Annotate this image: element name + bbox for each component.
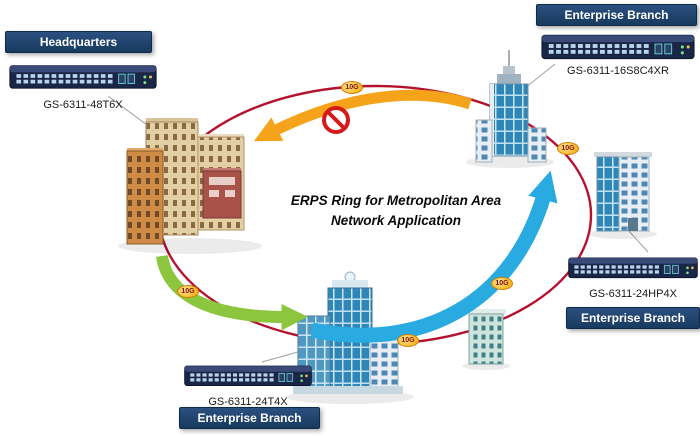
reroute-arrow-blue: [310, 170, 558, 343]
reroute-arrow-green: [156, 254, 308, 331]
link-speed-badge-left: 10G: [177, 285, 199, 298]
model-label-branch-bottom: GS-6311-24T4X: [208, 396, 288, 408]
link-speed-badge-top: 10G: [341, 81, 363, 94]
diagram-title-line1: ERPS Ring for Metropolitan Area: [290, 193, 502, 208]
building-branch-right: [589, 152, 657, 239]
building-branch-top: [466, 50, 554, 168]
link-speed-badge-bottom-right: 10G: [491, 277, 513, 290]
diagram-title: ERPS Ring for Metropolitan Area Network …: [250, 191, 542, 232]
blocked-path-arrow: [253, 89, 472, 142]
diagram-title-line2: Network Application: [330, 213, 461, 229]
link-speed-badge-right: 10G: [557, 142, 579, 155]
link-speed-badge-bottom: 10G: [397, 334, 419, 347]
model-label-headquarters: GS-6311-48T6X: [43, 99, 123, 111]
switch-branch-top: [541, 34, 695, 60]
banner-branch-right: Enterprise Branch: [566, 307, 700, 329]
switch-headquarters: [9, 65, 157, 89]
building-headquarters: [118, 118, 262, 254]
blocked-sign-icon: [322, 106, 350, 134]
switch-branch-right: [568, 257, 698, 279]
banner-branch-top: Enterprise Branch: [536, 4, 697, 26]
switch-branch-bottom: [184, 365, 312, 387]
model-label-branch-top: GS-6311-16S8C4XR: [567, 65, 669, 77]
leader-line-branch-right: [627, 229, 649, 253]
model-label-branch-right: GS-6311-24HP4X: [589, 288, 677, 300]
building-small-right: [462, 309, 510, 370]
banner-branch-bottom: Enterprise Branch: [179, 407, 320, 429]
banner-headquarters: Headquarters: [5, 31, 152, 53]
